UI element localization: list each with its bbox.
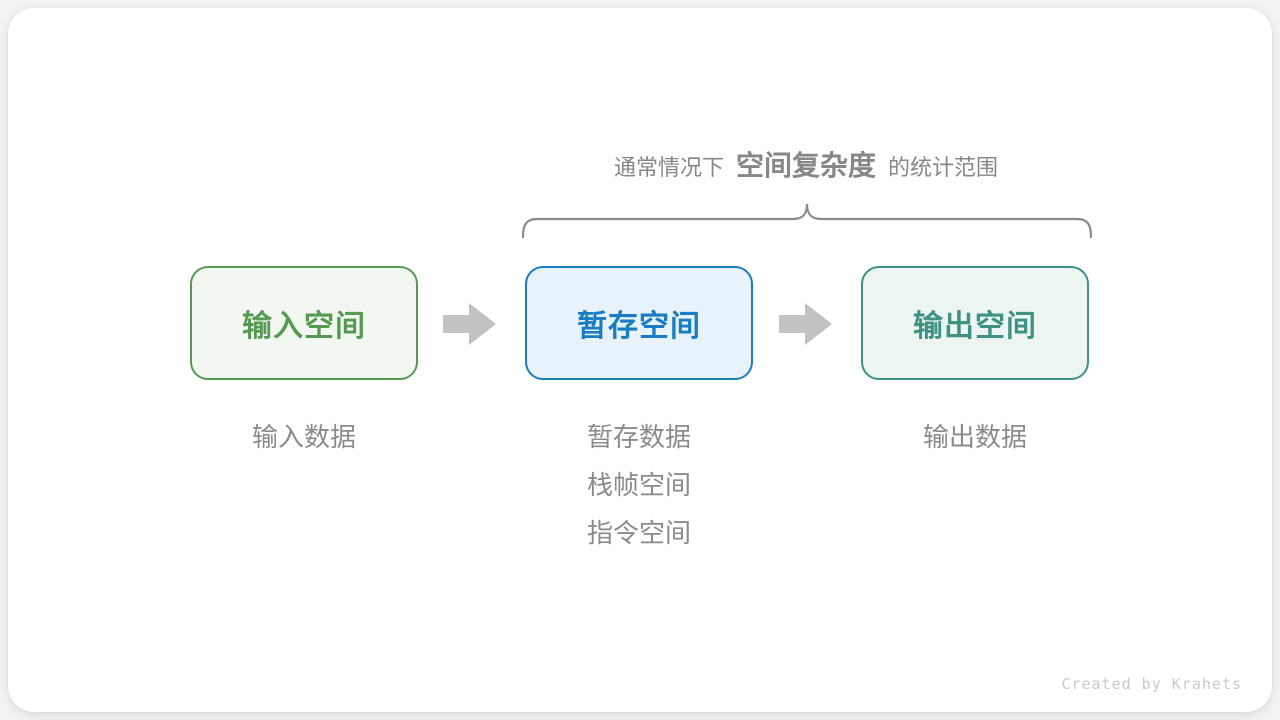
output-space-label: 输出空间 <box>913 310 1037 343</box>
right-arrow-icon <box>779 303 832 345</box>
temp-space-label: 暂存空间 <box>577 310 701 343</box>
scope-title-prefix: 通常情况下 <box>613 155 724 180</box>
credit-text: Created by Krahets <box>1061 675 1242 693</box>
output-space-notes: 输出数据 <box>861 421 1089 469</box>
scope-title: 通常情况下空间复杂度的统计范围 <box>402 144 1210 184</box>
input-space-notes: 输入数据 <box>190 421 418 469</box>
temp-space-notes: 暂存数据 栈帧空间 指令空间 <box>525 421 753 565</box>
input-space-box: 输入空间 <box>190 266 418 380</box>
note-output-data: 输出数据 <box>922 422 1027 452</box>
scope-title-highlight: 空间复杂度 <box>735 150 876 181</box>
scope-title-suffix: 的统计范围 <box>888 155 999 180</box>
curly-brace-icon <box>522 203 1092 239</box>
output-space-box: 输出空间 <box>861 266 1089 380</box>
right-arrow-icon <box>443 303 496 345</box>
note-instruction-space: 指令空间 <box>586 518 691 548</box>
input-space-label: 输入空间 <box>242 310 366 343</box>
note-input-data: 输入数据 <box>251 422 356 452</box>
note-temp-data: 暂存数据 <box>586 422 691 452</box>
temp-space-box: 暂存空间 <box>525 266 753 380</box>
note-stack-frame-space: 栈帧空间 <box>586 470 691 500</box>
